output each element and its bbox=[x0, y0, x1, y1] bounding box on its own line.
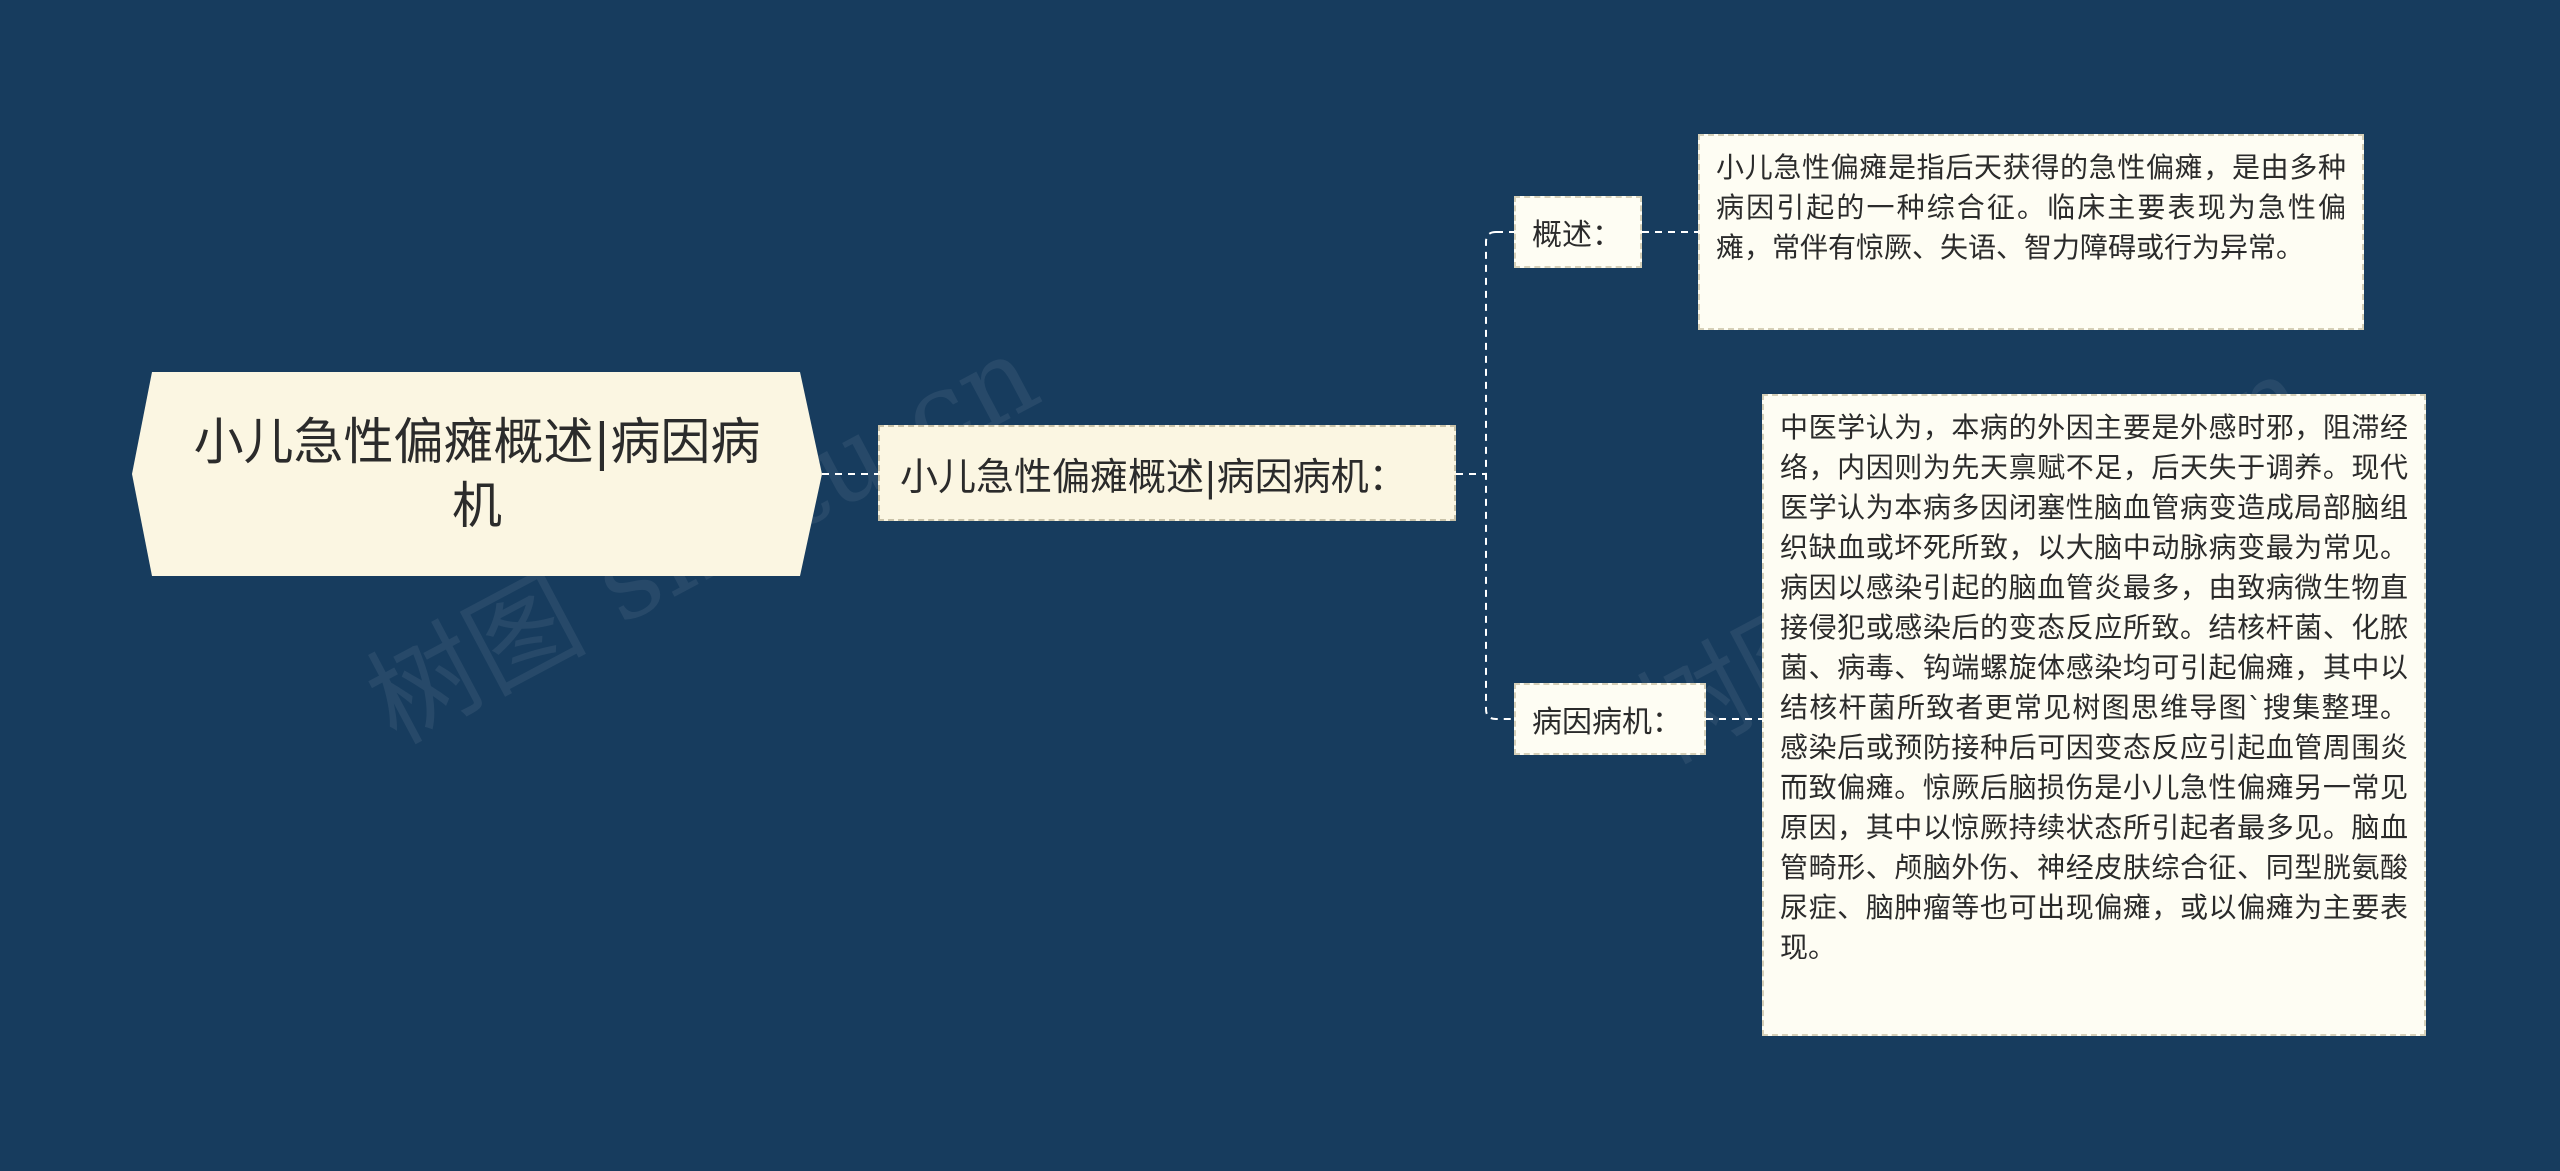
main-branch-node[interactable]: 小儿急性偏瘫概述|病因病机： bbox=[878, 425, 1456, 521]
cause-label-text: 病因病机： bbox=[1532, 705, 1682, 740]
root-node-text: 小儿急性偏瘫概述|病因病机 bbox=[193, 413, 761, 535]
overview-label-node[interactable]: 概述： bbox=[1514, 196, 1642, 268]
overview-content-text: 小儿急性偏瘫是指后天获得的急性偏瘫，是由多种病因引起的一种综合征。临床主要表现为… bbox=[1716, 151, 2346, 264]
connector-trunk bbox=[1485, 231, 1514, 720]
overview-content-node[interactable]: 小儿急性偏瘫是指后天获得的急性偏瘫，是由多种病因引起的一种综合征。临床主要表现为… bbox=[1698, 134, 2364, 330]
overview-label-text: 概述： bbox=[1532, 218, 1622, 253]
main-branch-text: 小儿急性偏瘫概述|病因病机： bbox=[900, 454, 1407, 499]
cause-label-node[interactable]: 病因病机： bbox=[1514, 683, 1706, 755]
cause-content-node[interactable]: 中医学认为，本病的外因主要是外感时邪，阻滞经络，内因则为先天禀赋不足，后天失于调… bbox=[1762, 394, 2426, 1036]
cause-content-text: 中医学认为，本病的外因主要是外感时邪，阻滞经络，内因则为先天禀赋不足，后天失于调… bbox=[1780, 411, 2408, 964]
root-node[interactable]: 小儿急性偏瘫概述|病因病机 bbox=[132, 372, 822, 576]
